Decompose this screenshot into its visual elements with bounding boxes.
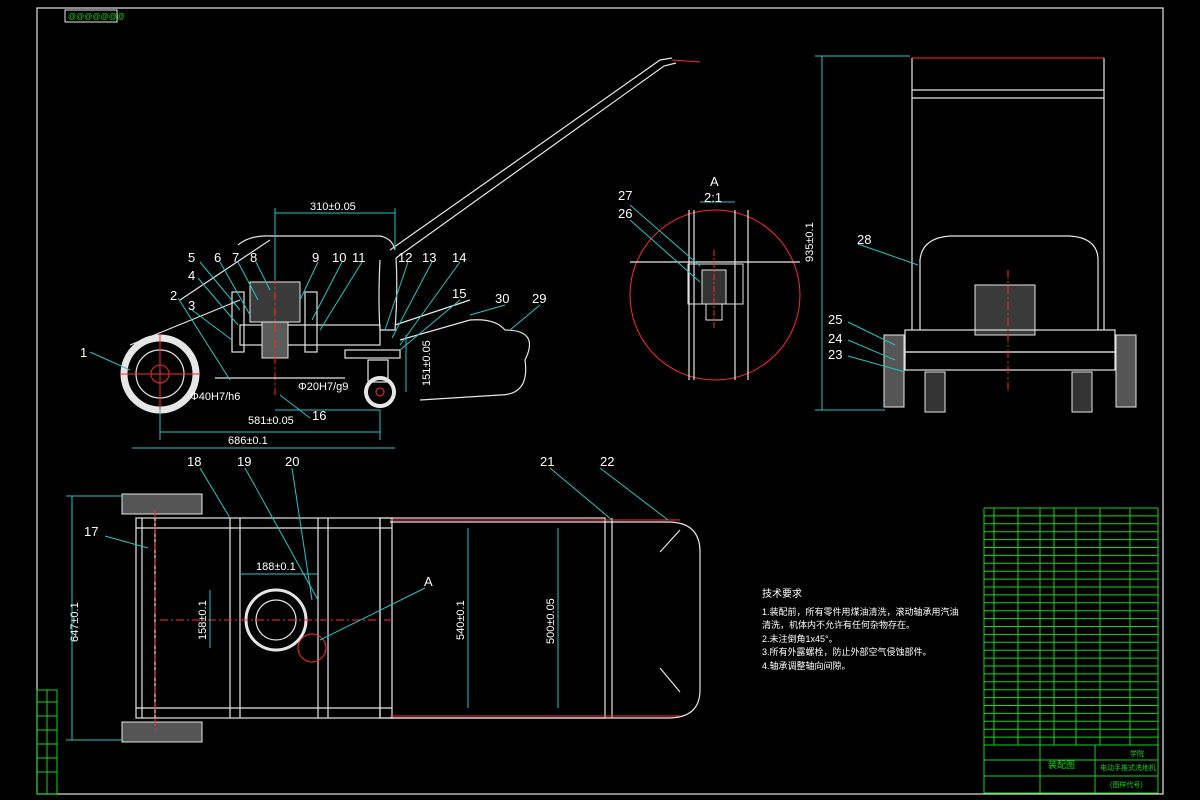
part-label-16: 16 — [312, 408, 326, 423]
top-view — [66, 467, 701, 743]
part-label-29: 29 — [532, 291, 546, 306]
dim-151: 151±0.05 — [421, 340, 433, 386]
detail-scale: 2:1 — [704, 190, 722, 205]
part-label-1: 1 — [80, 345, 87, 360]
drawing-title: 装配图 — [1048, 759, 1075, 770]
top-label-19: 19 — [237, 454, 251, 469]
part-label-6: 6 — [214, 250, 221, 265]
part-label-5: 5 — [188, 250, 195, 265]
school-name: 学院 — [1130, 749, 1144, 758]
side-view — [815, 55, 1137, 413]
detail-label-27: 27 — [618, 188, 632, 203]
part-label-15: 15 — [452, 286, 466, 301]
part-label-2: 2 — [170, 288, 177, 303]
part-label-9: 9 — [312, 250, 319, 265]
part-label-30: 30 — [495, 291, 509, 306]
note-line-3: 2.未注倒角1x45°。 — [762, 633, 838, 644]
top-label-17: 17 — [84, 524, 98, 539]
sheet-tag-box — [64, 9, 118, 23]
part-label-14: 14 — [452, 250, 466, 265]
note-line-2: 清洗，机体内不允许有任何杂物存在。 — [762, 620, 916, 630]
top-label-22: 22 — [600, 454, 614, 469]
part-label-8: 8 — [250, 250, 257, 265]
side-label-25: 25 — [828, 312, 842, 327]
top-label-18: 18 — [187, 454, 201, 469]
side-label-24: 24 — [828, 331, 842, 346]
top-label-21: 21 — [540, 454, 554, 469]
sheet-tag: @@@@@@@ — [68, 12, 125, 21]
part-label-12: 12 — [398, 250, 412, 265]
top-label-20: 20 — [285, 454, 299, 469]
notes-heading: 技术要求 — [762, 589, 802, 600]
front-view — [89, 57, 701, 449]
note-line-1: 1.装配前，所有零件用煤油清洗，滚动轴承用汽油 — [762, 606, 959, 617]
part-label-3: 3 — [188, 298, 195, 313]
parts-list-table — [983, 507, 1159, 746]
side-label-23: 23 — [828, 347, 842, 362]
part-label-11: 11 — [352, 250, 366, 265]
left-margin-table — [36, 689, 58, 795]
dim-581: 581±0.05 — [248, 415, 294, 427]
detail-a-view — [629, 201, 801, 381]
drawing-number: (图样代号) — [1110, 780, 1143, 789]
product-name: 电动手推式洗地机 — [1100, 763, 1156, 772]
dim-935: 935±0.1 — [804, 222, 816, 262]
part-label-13: 13 — [422, 250, 436, 265]
part-label-4: 4 — [188, 268, 195, 283]
section-marker-a: A — [424, 574, 433, 589]
note-line-5: 4.轴承调整轴向间隙。 — [762, 660, 851, 671]
detail-label-26: 26 — [618, 206, 632, 221]
sheet-frame — [36, 7, 1164, 795]
dim-647: 647±0.1 — [69, 602, 81, 642]
part-label-7: 7 — [232, 250, 239, 265]
fit-phi20: Φ20H7/g9 — [298, 381, 348, 393]
note-line-4: 3.所有外露螺栓，防止外部空气侵蚀部件。 — [762, 647, 932, 657]
dim-310: 310±0.05 — [310, 201, 356, 213]
fit-phi40: Φ40H7/h6 — [190, 391, 240, 403]
technical-notes: 技术要求 1.装配前，所有零件用煤油清洗，滚动轴承用汽油 清洗，机体内不允许有任… — [762, 588, 972, 673]
side-label-28: 28 — [857, 232, 871, 247]
title-block — [983, 744, 1159, 794]
dim-500: 500±0.05 — [545, 598, 557, 644]
dim-540: 540±0.1 — [455, 600, 467, 640]
detail-title: A — [710, 174, 719, 189]
part-label-10: 10 — [332, 250, 346, 265]
dim-158: 158±0.1 — [197, 600, 209, 640]
dim-188: 188±0.1 — [256, 561, 296, 573]
dim-686: 686±0.1 — [228, 435, 268, 447]
